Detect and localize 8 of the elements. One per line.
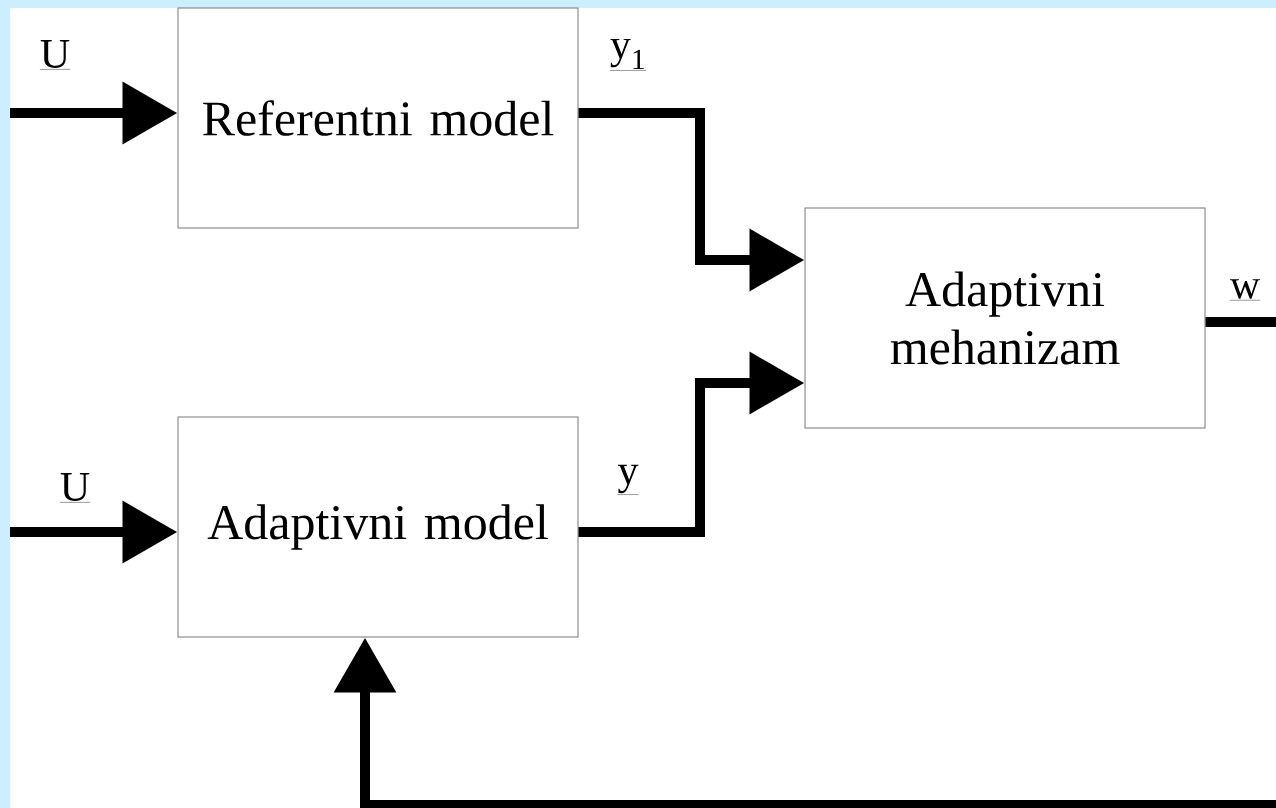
edge-label: U [59,473,91,503]
edge-label: y$_{1}$ [609,38,647,71]
process-box: Referentni model [177,7,579,229]
edge-label: U [39,40,71,70]
edge-label: y [617,464,639,495]
process-box: Adaptivni mehanizam [804,207,1206,429]
edge-label: w [1229,279,1261,301]
process-box: Adaptivni model [177,416,579,638]
